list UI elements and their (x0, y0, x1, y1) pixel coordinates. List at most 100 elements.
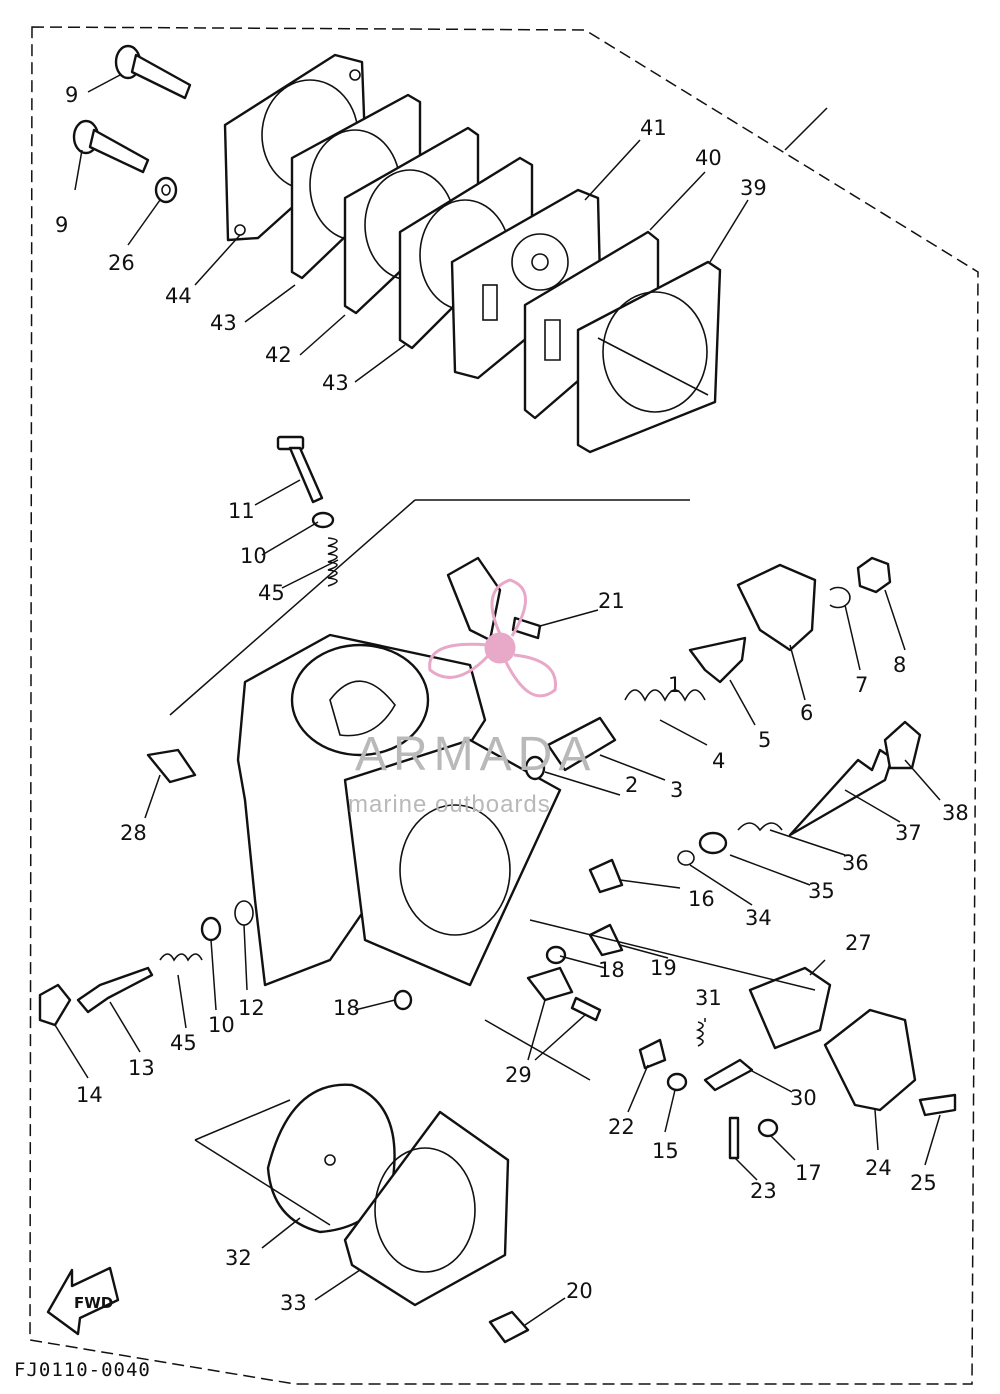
callout-label: 36 (842, 851, 869, 875)
callout-label: 18 (598, 958, 625, 982)
valve-29b (570, 996, 602, 1022)
callout-label: 5 (758, 728, 771, 752)
callout-label: 45 (170, 1031, 197, 1055)
callout-label: 14 (76, 1083, 103, 1107)
callout-label: 40 (695, 146, 722, 170)
callout-label: 9 (65, 83, 78, 107)
callout-label: 4 (712, 749, 725, 773)
watermark: ARMADA marine outboards (348, 578, 596, 818)
callout-label: 20 (566, 1279, 593, 1303)
screw-20 (488, 1310, 530, 1344)
spring-45a (327, 537, 338, 587)
spring-36 (737, 822, 783, 832)
callout-label: 32 (225, 1246, 252, 1270)
screw-18a (545, 945, 567, 965)
callout-label: 13 (128, 1056, 155, 1080)
needle-13 (76, 966, 154, 1014)
carburetor-body (236, 633, 562, 987)
callout-label: 11 (228, 499, 255, 523)
callout-label: 22 (608, 1115, 635, 1139)
fwd-label: FWD (74, 1294, 113, 1312)
callout-label: 9 (55, 213, 68, 237)
callout-label: 21 (598, 589, 625, 613)
callout-label: 2 (625, 773, 638, 797)
screw-25 (918, 1093, 957, 1117)
callout-label: 29 (505, 1063, 532, 1087)
lever-6 (736, 563, 817, 652)
callout-label: 33 (280, 1291, 307, 1315)
callout-label: 10 (208, 1013, 235, 1037)
callout-label: 28 (120, 821, 147, 845)
callout-label: 39 (740, 176, 767, 200)
valve-29a (526, 966, 574, 1002)
callout-label: 30 (790, 1086, 817, 1110)
callout-label: 27 (845, 931, 872, 955)
clip-7 (829, 586, 851, 609)
gasket-33 (343, 1110, 510, 1307)
spring-45b (159, 953, 203, 962)
callout-label: 41 (640, 116, 667, 140)
o-ring-34 (677, 850, 695, 866)
washer-26 (154, 176, 178, 204)
callout-label: 38 (942, 801, 969, 825)
callout-label: 31 (695, 986, 722, 1010)
assembly-boundary (29, 26, 979, 1385)
washer-10a (311, 511, 335, 529)
watermark-brand: ARMADA (355, 728, 596, 781)
callout-label: 26 (108, 251, 135, 275)
link-5 (688, 636, 747, 684)
fitting-28 (146, 748, 197, 784)
callout-label: 12 (238, 996, 265, 1020)
screw-9b (72, 119, 150, 174)
callout-labels: 1 2 3 4 5 6 7 8 9 9 10 10 11 12 13 14 15… (55, 83, 969, 1315)
cam-24 (823, 1008, 917, 1112)
callout-label: 1 (668, 673, 681, 697)
callout-label: 16 (688, 887, 715, 911)
assembly-lines (169, 499, 816, 1226)
screw-9a (114, 44, 192, 100)
figure-code: FJ0110-0040 (14, 1359, 151, 1381)
callout-label: 15 (652, 1139, 679, 1163)
callout-label: 42 (265, 343, 292, 367)
callout-label: 17 (795, 1161, 822, 1185)
callout-label: 37 (895, 821, 922, 845)
leader-lines (54, 74, 941, 1326)
needle-37 (788, 748, 894, 837)
callout-label: 43 (210, 311, 237, 335)
cap-14 (38, 983, 72, 1027)
callout-label: 34 (745, 906, 772, 930)
fwd-arrow: FWD (46, 1266, 120, 1336)
propeller-logo (428, 578, 557, 698)
bushing-3 (546, 716, 617, 772)
screw-15 (666, 1072, 688, 1092)
callout-label: 23 (750, 1179, 777, 1203)
plate-22 (638, 1038, 667, 1070)
callout-label: 19 (650, 956, 677, 980)
callout-label: 25 (910, 1171, 937, 1195)
callout-label: 24 (865, 1156, 892, 1180)
callout-label: 3 (670, 778, 683, 802)
callout-label: 43 (322, 371, 349, 395)
screw-18b (393, 989, 413, 1011)
spring-31 (695, 1021, 704, 1047)
callout-label: 45 (258, 581, 285, 605)
callout-label: 7 (855, 673, 868, 697)
washer-35 (698, 831, 728, 855)
plate-27 (748, 966, 832, 1050)
callout-label: 8 (893, 653, 906, 677)
watermark-tagline: marine outboards (348, 791, 551, 818)
jet-19 (588, 923, 624, 957)
callout-label: 10 (240, 544, 267, 568)
pin-23 (728, 1116, 740, 1160)
screw-11 (276, 435, 324, 504)
washer-10b (200, 916, 222, 942)
callout-label: 6 (800, 701, 813, 725)
jet-16 (588, 858, 624, 894)
callout-label: 35 (808, 879, 835, 903)
nut-8 (856, 556, 892, 594)
screw-17 (757, 1118, 779, 1138)
washer-2 (524, 755, 546, 781)
spring-4 (624, 689, 706, 702)
callout-label: 18 (333, 996, 360, 1020)
